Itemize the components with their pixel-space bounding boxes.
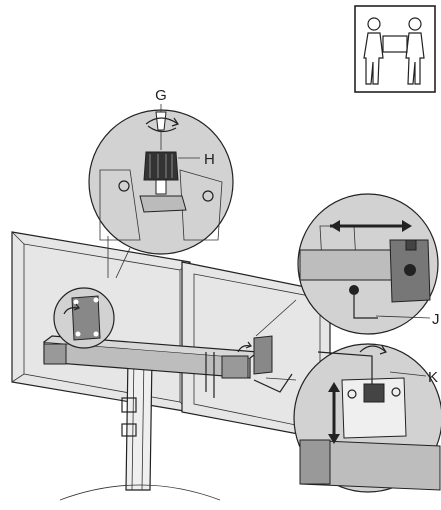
- crossbar-arm: [43, 335, 260, 398]
- rotate-arrow-icon: [145, 117, 179, 125]
- vesa-plate-right: [237, 335, 293, 393]
- hex-key-icon: [353, 292, 378, 319]
- callout-j: J: [432, 311, 440, 328]
- knob: [143, 151, 179, 181]
- callout-h: H: [204, 151, 215, 168]
- vesa-plate-left-detail: [53, 287, 115, 349]
- mount-pole: [59, 355, 221, 501]
- callout-k: K: [428, 369, 438, 386]
- two-person-lift-icon: [354, 5, 436, 93]
- rotate-arrow-icon: [359, 345, 387, 353]
- detail-circle-vertical-adjust: [293, 343, 441, 493]
- callout-g: G: [155, 87, 167, 104]
- rotate-arrow-icon: [237, 345, 251, 353]
- detail-circle-knob: [88, 109, 234, 255]
- rotate-arrow-icon: [63, 307, 79, 315]
- screw: [155, 111, 167, 131]
- detail-circle-horizontal-adjust: [297, 193, 439, 335]
- hex-key-icon: [317, 351, 373, 384]
